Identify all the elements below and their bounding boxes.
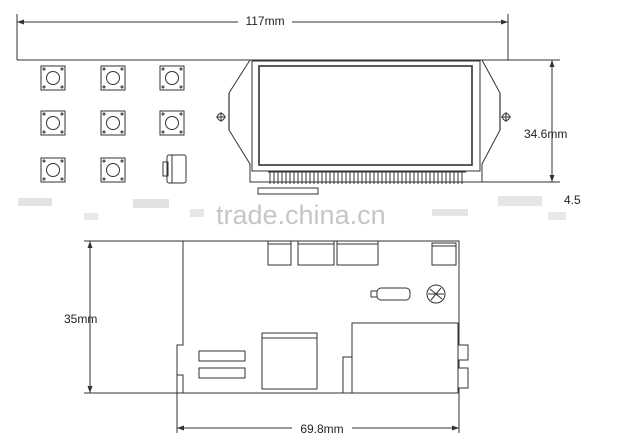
lcd-display [216,59,511,195]
bottom-width-dimension: 69.8mm [176,375,460,436]
lcd-glass [258,65,473,166]
tact-switch [159,65,185,91]
mounting-screw-left [216,112,226,122]
mounting-screw-right [501,112,511,122]
bottom-height-label: 35mm [64,312,97,326]
bottom-height-dimension: 35mm [64,240,183,394]
tact-switch-grid [40,65,187,184]
bottom-width-label: 69.8mm [300,422,343,436]
watermark-text: trade.china.cn [216,200,386,230]
secondary-ic [261,332,318,390]
top-width-dimension: 117mm [16,14,509,60]
top-height-dimension: 34.6mm [482,59,567,183]
pad-lower [198,367,246,379]
watermark-band: trade.china.cn [18,196,566,230]
top-width-label: 117mm [245,14,284,28]
top-height-label: 34.6mm [524,127,567,141]
round-component [426,284,446,304]
tact-switch [40,110,66,136]
tact-switch [40,65,66,91]
top-connectors [267,240,457,266]
tact-switch [100,110,126,136]
bottom-view: 35mm 69.8mm [64,240,469,436]
pad-upper [198,350,246,362]
crystal [370,287,411,301]
edge-fragment-label: 4.5 [564,193,581,207]
tact-switch [159,110,185,136]
tact-switch [100,157,126,183]
lcd-frame [251,60,481,172]
lcd-bezel [228,59,501,183]
top-view: 117mm [16,14,581,207]
tact-switch [40,157,66,183]
main-ic [342,322,459,394]
side-knob [162,154,187,184]
tact-switch [100,65,126,91]
lcd-pin-header [268,171,466,184]
bottom-board-outline [176,240,469,394]
